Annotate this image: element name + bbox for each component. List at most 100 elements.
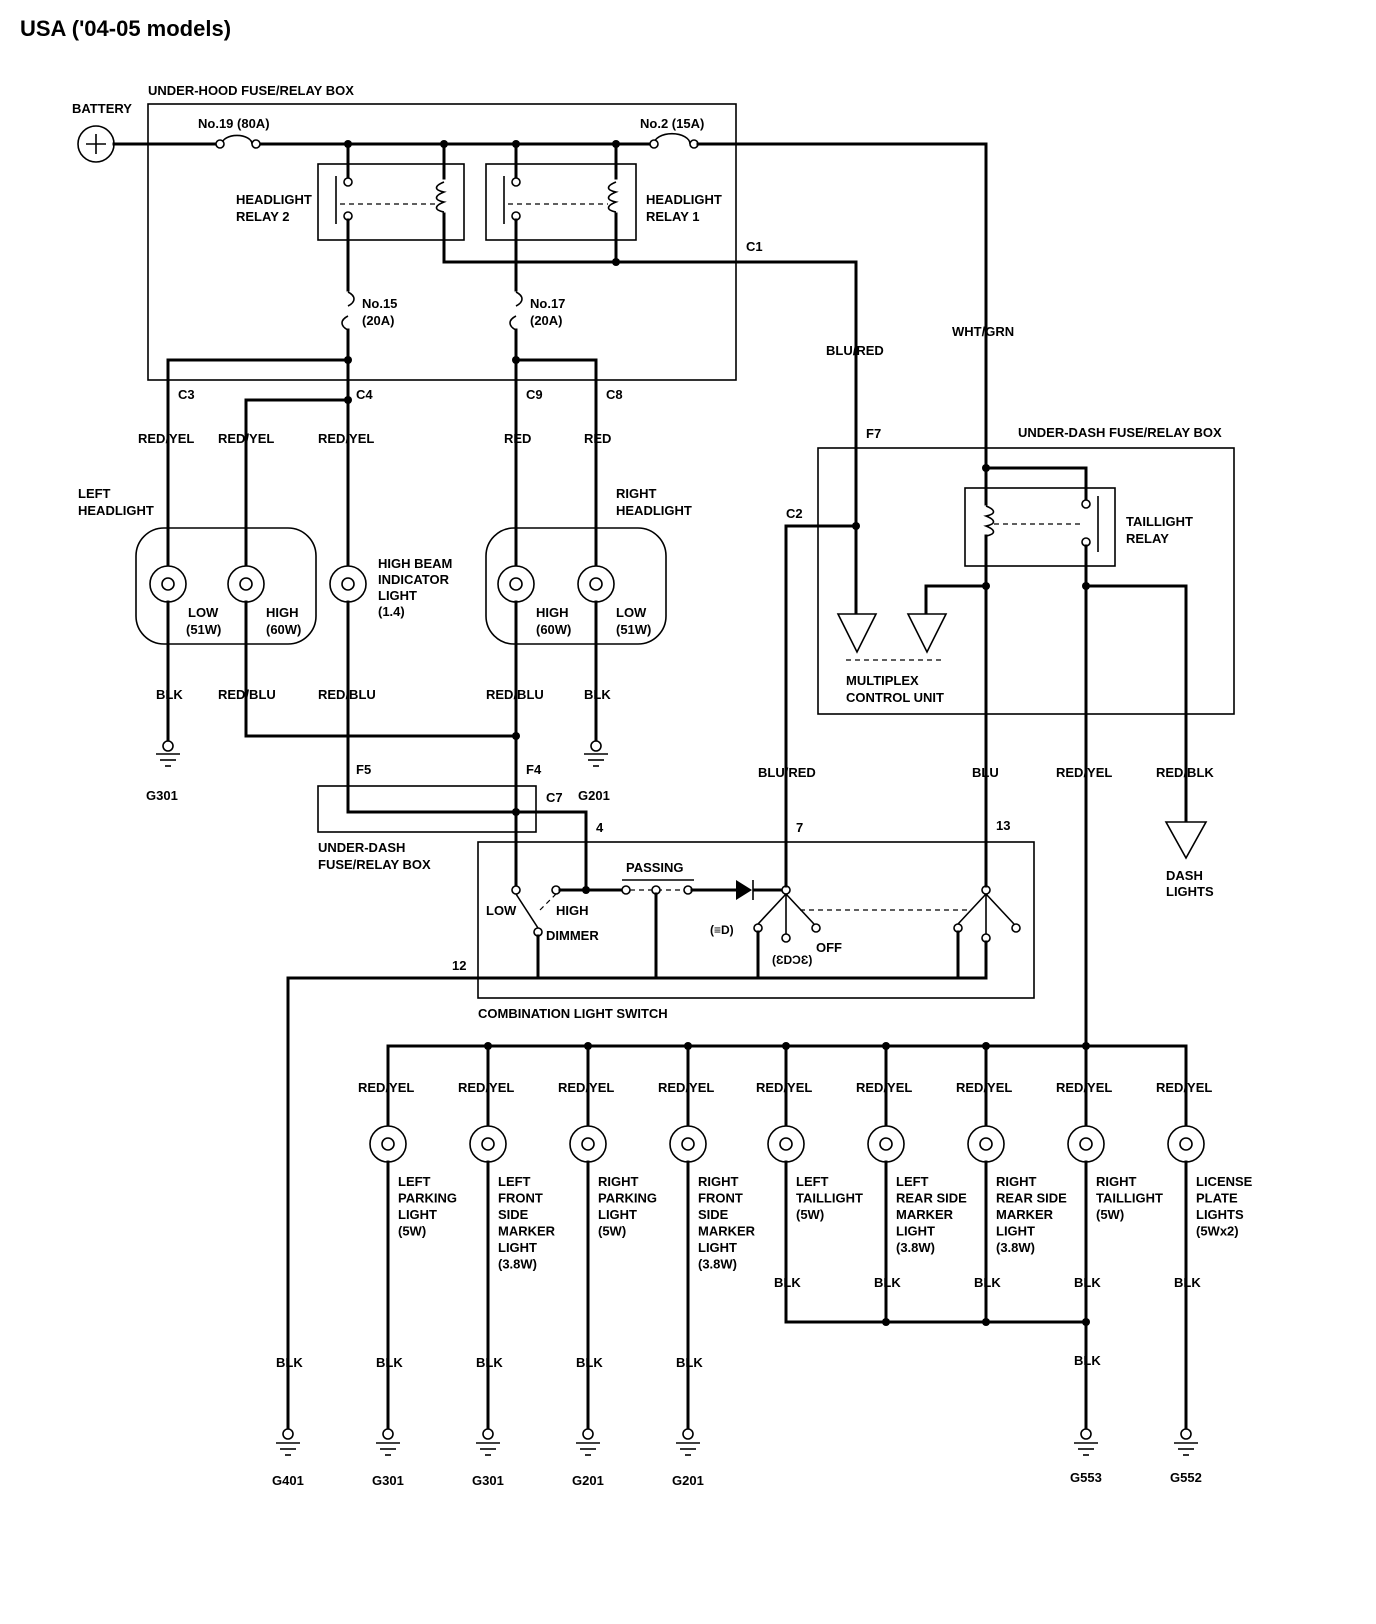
wire-blk-left: BLK (156, 687, 183, 702)
fuse-15-amp: (20A) (362, 313, 395, 328)
right-low-bulb-icon (577, 565, 615, 603)
wire-left-high: RED/YEL (218, 431, 274, 446)
bottom-light-label: LIGHT (896, 1224, 935, 1239)
bottom-light-label: LEFT (498, 1174, 531, 1189)
relay1-label-2: RELAY 1 (646, 209, 699, 224)
ground-g201-top-icon (584, 740, 608, 767)
left-low-label: LOW (188, 605, 219, 620)
wire-blk-branch: BLK (874, 1275, 901, 1290)
pin-13: 13 (996, 818, 1010, 833)
bottom-light-label: LIGHT (398, 1207, 437, 1222)
right-headlight-label-1: RIGHT (616, 486, 657, 501)
dash-lights-icon (1164, 821, 1208, 860)
bottom-light-label: TAILLIGHT (796, 1191, 863, 1206)
ground-icon (376, 1428, 400, 1456)
bottom-light-label: (3.8W) (896, 1240, 935, 1255)
ground-icon (1174, 1428, 1198, 1456)
bottom-light-label: PARKING (598, 1191, 657, 1206)
bottom-light-label: REAR SIDE (896, 1191, 967, 1206)
wire-red-yel-branch: RED/YEL (856, 1080, 912, 1095)
wire-blk-branch: BLK (476, 1355, 503, 1370)
bottom-light-label: MARKER (698, 1224, 756, 1239)
wire-red-yel-branch: RED/YEL (756, 1080, 812, 1095)
left-low-watt: (51W) (186, 622, 221, 637)
relay1-label-1: HEADLIGHT (646, 192, 722, 207)
wire-red-yel-branch: RED/YEL (1056, 1080, 1112, 1095)
wire-blk-branch: BLK (576, 1355, 603, 1370)
ground-label-g552: G552 (1170, 1470, 1202, 1485)
fuse-17-num: No.17 (530, 296, 565, 311)
dash-lights-label-2: LIGHTS (1166, 884, 1214, 899)
battery-label: BATTERY (72, 101, 132, 116)
bottom-light-label: LIGHT (498, 1240, 537, 1255)
taillight-relay-label-1: TAILLIGHT (1126, 514, 1193, 529)
connector-c7: C7 (546, 790, 563, 805)
taillight-relay-label-2: RELAY (1126, 531, 1169, 546)
wire-red-blu-2: RED/BLU (318, 687, 376, 702)
switch-parking-position: (ƐDƆƐ) (772, 953, 812, 967)
fuse-17-icon (509, 291, 523, 331)
bottom-light-label: (5Wx2) (1196, 1224, 1239, 1239)
wire-blk-branch: BLK (974, 1275, 1001, 1290)
ground-label-g301-top: G301 (146, 788, 178, 803)
bottom-light-label: LIGHT (698, 1240, 737, 1255)
fuse-17-amp: (20A) (530, 313, 563, 328)
bottom-light-label: (5W) (1096, 1207, 1124, 1222)
bottom-light-label: (3.8W) (498, 1257, 537, 1272)
right-low-label: LOW (616, 605, 647, 620)
right-low-watt: (51W) (616, 622, 651, 637)
wire-wht-grn: WHT/GRN (952, 324, 1014, 339)
page-title: USA ('04-05 models) (20, 16, 232, 41)
hbi-label-1: HIGH BEAM (378, 556, 452, 571)
bottom-light-label: RIGHT (996, 1174, 1037, 1189)
bottom-light-bulb-icon (469, 1125, 507, 1163)
wire-blk-g553: BLK (1074, 1353, 1101, 1368)
connector-f5: F5 (356, 762, 371, 777)
bottom-light-bulb-icon (569, 1125, 607, 1163)
wire-blk-branch: BLK (1074, 1275, 1101, 1290)
connector-f7: F7 (866, 426, 881, 441)
wire-red-yel-branch: RED/YEL (358, 1080, 414, 1095)
wire-blk-branch: BLK (1174, 1275, 1201, 1290)
wire-blu-red-top: BLU/RED (826, 343, 884, 358)
connector-c1: C1 (746, 239, 763, 254)
bottom-light-label: REAR SIDE (996, 1191, 1067, 1206)
right-high-label: HIGH (536, 605, 569, 620)
wire-blu: BLU (972, 765, 999, 780)
connector-c4: C4 (356, 387, 373, 402)
connector-f4: F4 (526, 762, 542, 777)
multiplex-input-1-icon (836, 613, 878, 654)
bottom-light-label: MARKER (996, 1207, 1054, 1222)
pin-12: 12 (452, 958, 466, 973)
multiplex-label-1: MULTIPLEX (846, 673, 919, 688)
relay2-label-2: RELAY 2 (236, 209, 289, 224)
wire-red-blk: RED/BLK (1156, 765, 1214, 780)
bottom-light-label: LIGHTS (1196, 1207, 1244, 1222)
wire-blk-branch: BLK (676, 1355, 703, 1370)
bottom-light-label: (3.8W) (996, 1240, 1035, 1255)
bottom-light-label: FRONT (498, 1191, 543, 1206)
right-headlight-housing (485, 527, 667, 645)
switch-dimmer-label: DIMMER (546, 928, 599, 943)
connector-c2: C2 (786, 506, 803, 521)
left-headlight-label-2: HEADLIGHT (78, 503, 154, 518)
wire-red-yel-branch: RED/YEL (558, 1080, 614, 1095)
wire-red-blu-3: RED/BLU (486, 687, 544, 702)
pin-7: 7 (796, 820, 803, 835)
bottom-light-label: (3.8W) (698, 1257, 737, 1272)
fuse-2-icon (653, 132, 691, 145)
bottom-light-label: RIGHT (598, 1174, 639, 1189)
ground-label-g553: G553 (1070, 1470, 1102, 1485)
left-headlight-housing (135, 527, 317, 645)
switch-headlight-position: (≡D) (710, 923, 734, 937)
switch-low-label: LOW (486, 903, 517, 918)
bottom-light-label: FRONT (698, 1191, 743, 1206)
wire-blk-g401: BLK (276, 1355, 303, 1370)
bottom-light-label: (5W) (796, 1207, 824, 1222)
ground-g301-top-icon (156, 740, 180, 767)
diode-icon (736, 880, 752, 900)
connector-c3: C3 (178, 387, 195, 402)
wire-blu-red-mid: BLU/RED (758, 765, 816, 780)
bottom-light-label: TAILLIGHT (1096, 1191, 1163, 1206)
